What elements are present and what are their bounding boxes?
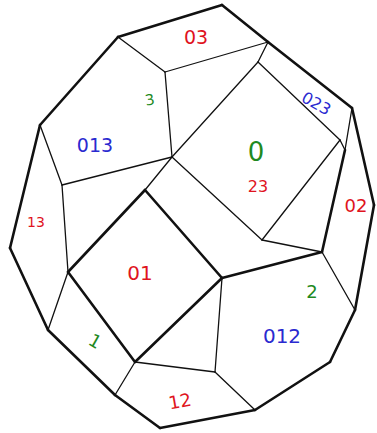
label-text: 013: [77, 136, 113, 155]
face-label: 23: [248, 178, 268, 196]
polyhedron-edge: [145, 157, 172, 190]
polyhedron-edge: [255, 362, 330, 410]
polyhedron-edge: [340, 140, 345, 150]
polyhedron-edge: [10, 125, 40, 248]
face-label: 13: [27, 213, 45, 231]
label-text: 1: [86, 331, 105, 352]
polyhedron-edge: [48, 272, 68, 330]
polyhedron-edge: [68, 190, 145, 272]
face-label: 12: [169, 393, 192, 412]
label-text: 012: [263, 326, 301, 346]
polyhedron-edge: [258, 42, 268, 62]
face-label: 03: [184, 28, 208, 48]
polyhedron-edge: [62, 185, 68, 272]
edge-label: 2: [306, 283, 317, 302]
face-label: 02: [345, 197, 368, 216]
polyhedron-edge: [322, 252, 355, 310]
label-text: 12: [167, 391, 193, 413]
polyhedron-edge: [40, 125, 62, 185]
polyhedron-edge: [145, 190, 222, 278]
polyhedron-edge: [355, 205, 374, 310]
polyhedron-edge: [345, 108, 352, 150]
polyhedron-edge: [222, 5, 268, 42]
label-text: 03: [184, 28, 208, 47]
polyhedron-edge: [48, 330, 115, 395]
face-label: 01: [127, 263, 152, 284]
polyhedron-edge: [115, 395, 160, 428]
polyhedron-edge: [352, 108, 374, 205]
polyhedron-edge: [172, 62, 258, 157]
polyhedron-edge: [115, 362, 135, 395]
polyhedron-edge: [165, 72, 172, 157]
polyhedron-edge: [262, 240, 322, 252]
face-label: 023: [301, 95, 332, 113]
polyhedron-edge: [68, 272, 135, 362]
edge-label: 1: [89, 333, 100, 352]
face-label: 013: [77, 136, 113, 156]
polyhedron-edge: [62, 157, 172, 185]
label-text: 02: [345, 197, 368, 215]
label-text: 023: [299, 89, 333, 118]
polyhedron-edge: [40, 37, 118, 125]
label-text: 13: [27, 215, 45, 229]
label-text: 23: [248, 179, 268, 195]
polyhedron-edge: [222, 252, 322, 278]
face-label: 012: [263, 326, 301, 347]
label-text: 3: [144, 92, 156, 108]
polyhedron-edge: [10, 248, 48, 330]
polyhedron-edge: [215, 372, 255, 410]
polyhedron-edge: [118, 37, 165, 72]
polyhedron-edge: [135, 278, 222, 362]
polyhedron-edge: [160, 410, 255, 428]
polyhedron-edge: [258, 62, 340, 140]
polyhedron-edge: [172, 157, 262, 240]
polyhedron-edge: [135, 362, 215, 372]
polyhedron-edge: [330, 310, 355, 362]
edge-label: 3: [145, 91, 155, 109]
label-text: 2: [306, 283, 317, 301]
label-text: 0: [248, 139, 265, 165]
polyhedron-edge: [215, 278, 222, 372]
face-label: 0: [248, 139, 265, 165]
label-text: 01: [127, 263, 152, 283]
polyhedron-edge: [322, 150, 345, 252]
